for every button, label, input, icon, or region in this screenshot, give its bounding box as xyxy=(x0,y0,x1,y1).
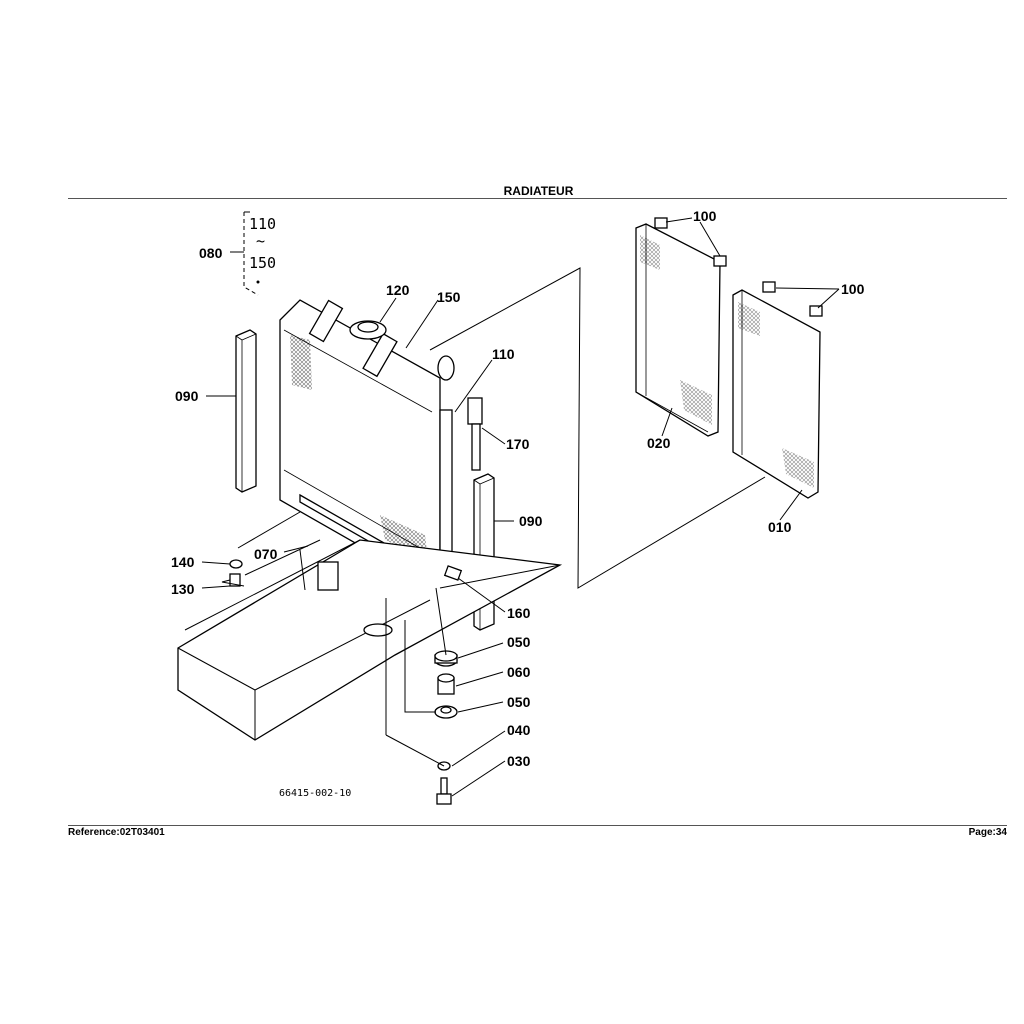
footer-rule xyxy=(68,825,1007,826)
callout-170: 170 xyxy=(506,436,530,452)
callout-050-bottom: 050 xyxy=(507,694,531,710)
callout-labels: 080 090 120 150 110 170 090 140 070 130 … xyxy=(171,208,865,769)
clip-160 xyxy=(443,565,463,581)
radiator-core xyxy=(279,299,455,584)
grille-010 xyxy=(732,281,823,499)
callout-120: 120 xyxy=(386,282,410,298)
callout-090-left: 090 xyxy=(175,388,199,404)
callout-030: 030 xyxy=(507,753,531,769)
header-rule xyxy=(68,198,1007,199)
svg-text:150: 150 xyxy=(249,254,276,272)
leader-lines xyxy=(237,267,766,767)
callout-060: 060 xyxy=(507,664,531,680)
hose-170 xyxy=(467,397,483,471)
callout-080: 080 xyxy=(199,245,223,261)
callout-040: 040 xyxy=(507,722,531,738)
callout-090-right: 090 xyxy=(519,513,543,529)
callout-160: 160 xyxy=(507,605,531,621)
drawing-code: 66415-002-10 xyxy=(279,788,351,799)
reference-label: Reference:02T03401 xyxy=(68,827,165,838)
svg-text:~: ~ xyxy=(256,232,265,250)
callout-110: 110 xyxy=(492,346,515,362)
foam-strip-left xyxy=(235,329,257,493)
callout-100-right: 100 xyxy=(841,281,865,297)
callout-100-top: 100 xyxy=(693,208,717,224)
mount-stack xyxy=(434,650,458,805)
callout-130: 130 xyxy=(171,581,195,597)
callout-150: 150 xyxy=(437,289,461,305)
callout-050-top: 050 xyxy=(507,634,531,650)
callout-020: 020 xyxy=(647,435,671,451)
grille-020 xyxy=(635,217,727,437)
svg-text:110: 110 xyxy=(249,215,276,233)
page-title: RADIATEUR xyxy=(503,184,574,198)
bracket-080: 110 ~ 150 xyxy=(243,211,276,296)
page-number: Page:34 xyxy=(968,827,1007,838)
callout-070: 070 xyxy=(254,546,278,562)
callout-010: 010 xyxy=(768,519,792,535)
base-tray xyxy=(177,539,563,741)
callout-140: 140 xyxy=(171,554,195,570)
callout-pointers xyxy=(201,217,840,797)
